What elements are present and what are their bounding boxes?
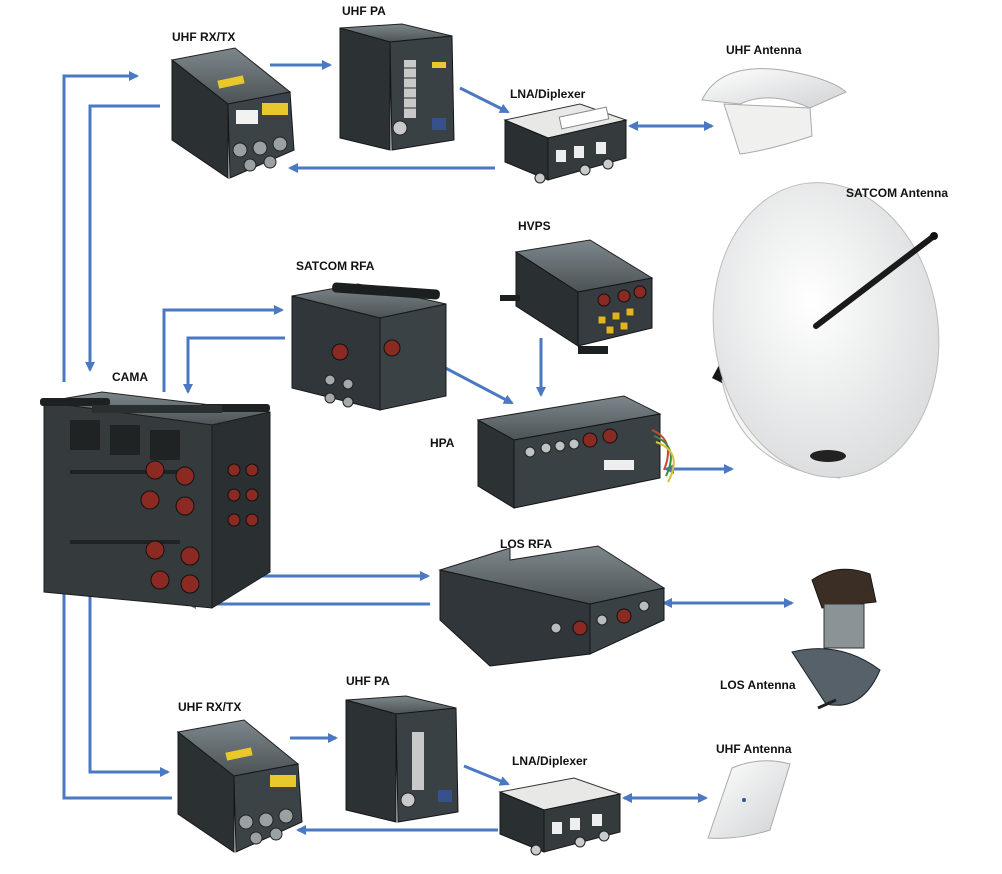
label-los-rfa: LOS RFA [500,537,553,551]
lna-diplexer-bottom-unit-icon [498,777,622,856]
label-satcom-antenna: SATCOM Antenna [846,186,948,200]
arrow-satcom-rfa-hpa [432,360,514,405]
cama-chassis-icon [40,391,271,609]
satcom-rfa-unit-icon [291,282,447,411]
arrow-uhf-rxtx-bottom-to-cama [59,570,172,800]
arrow-pa-to-lna-bottom [463,764,510,786]
arrow-cama-to-satcom-rfa [162,305,284,392]
los-steerable-antenna-icon [791,568,881,710]
uhf-antenna-bottom-icon [707,760,791,839]
los-rfa-unit-icon [438,545,666,667]
label-uhf-rxtx-top: UHF RX/TX [172,30,236,44]
label-satcom-rfa: SATCOM RFA [296,259,375,273]
uhf-rxtx-bottom-unit-icon [176,719,303,853]
uhf-pa-top-unit-icon [339,23,455,151]
label-uhf-antenna-bottom: UHF Antenna [716,742,792,756]
arrow-uhf-rxtx-top-to-cama [85,104,160,372]
uhf-rxtx-top-unit-icon [170,47,295,179]
label-cama: CAMA [112,370,148,384]
hpa-unit-icon [476,395,675,509]
label-uhf-pa-top: UHF PA [342,4,386,18]
connection-arrows [59,60,794,835]
arrow-cama-to-uhf-rxtx-top [62,71,139,382]
label-hpa: HPA [430,436,455,450]
uhf-antenna-top-icon [701,68,847,155]
lna-diplexer-top-unit-icon [503,103,628,184]
arrow-cama-to-uhf-rxtx-bottom [88,588,170,777]
satcom-dish-antenna-icon [712,182,940,479]
label-uhf-antenna-top: UHF Antenna [726,43,802,57]
label-uhf-rxtx-bottom: UHF RX/TX [178,700,242,714]
hvps-unit-icon [500,239,654,354]
label-hvps: HVPS [518,219,551,233]
label-uhf-pa-bottom: UHF PA [346,674,390,688]
arrow-satcom-rfa-to-cama [183,336,285,394]
arrow-pa-to-lna-top [459,86,510,114]
label-lna-top: LNA/Diplexer [510,87,586,101]
uhf-pa-bottom-unit-icon [345,695,459,823]
label-lna-bottom: LNA/Diplexer [512,754,588,768]
label-los-antenna: LOS Antenna [720,678,796,692]
